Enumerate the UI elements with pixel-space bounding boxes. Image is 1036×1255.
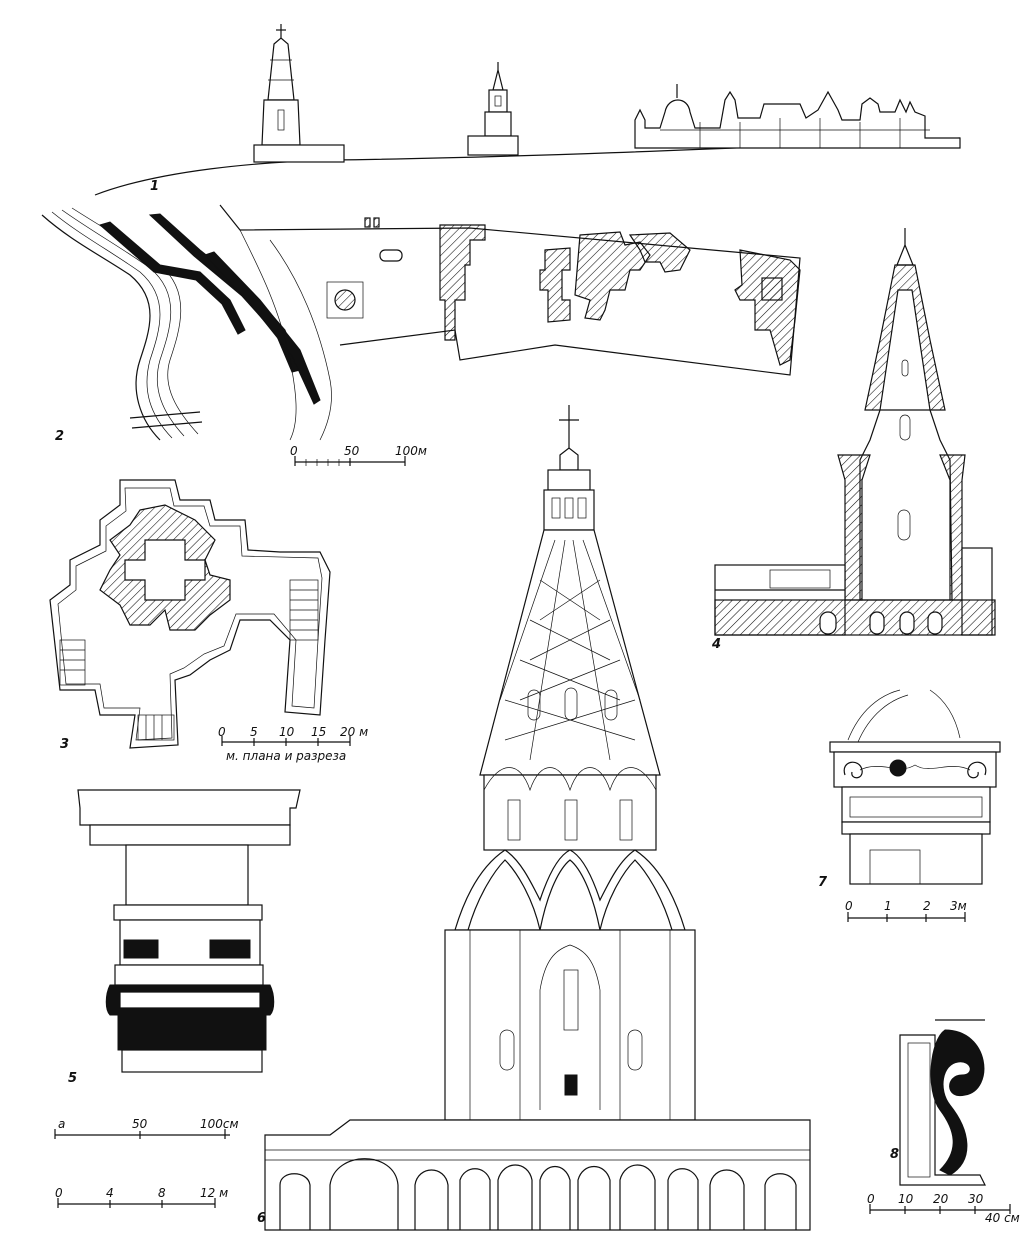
fig5-scale-0: а <box>58 1117 65 1131</box>
figure-6-elevation: 0 4 8 12 м 6 <box>55 405 811 1231</box>
fig5-scale-100: 100см <box>200 1117 239 1131</box>
fig7-scale-2: 2 <box>923 899 931 913</box>
figure-3-floor-plan: 0 5 10 15 20 м м. плана и разреза 3 <box>49 479 368 763</box>
fig8-scale-10: 10 <box>898 1192 914 1206</box>
figure-7-capital-detail: 0 1 2 3м 7 <box>818 689 1001 922</box>
fig8-scale-20: 20 <box>933 1192 949 1206</box>
fig7-scale-3: 3м <box>950 899 967 913</box>
fig3-scale-20: 20 м <box>340 725 368 739</box>
figure-number-2: 2 <box>55 429 64 444</box>
figure-number-1: 1 <box>150 179 159 194</box>
figure-number-4: 4 <box>711 637 721 652</box>
fig7-scale-1: 1 <box>884 899 892 913</box>
figure-number-7: 7 <box>818 875 828 890</box>
fig2-scale-100: 100м <box>395 444 427 458</box>
fig8-scale-30: 30 <box>968 1192 984 1206</box>
figure-8-bracket-detail: 0 10 20 30 40 см 8 <box>867 1019 1020 1225</box>
fig6-scale-8: 8 <box>158 1186 166 1200</box>
fig3-scale-0: 0 <box>218 725 226 739</box>
figure-number-8: 8 <box>890 1147 899 1162</box>
figure-number-6: 6 <box>257 1211 266 1226</box>
fig8-scale-0: 0 <box>867 1192 875 1206</box>
fig6-scale-4: 4 <box>106 1186 114 1200</box>
fig3-scale-15: 15 <box>311 725 326 739</box>
fig3-scale-caption: м. плана и разреза <box>226 749 346 763</box>
church-silhouette-left <box>253 24 345 163</box>
fig8-scale-40: 40 см <box>985 1211 1020 1225</box>
figure-1-skyline: 1 <box>94 24 961 196</box>
fig6-scale-12: 12 м <box>200 1186 228 1200</box>
figure-number-3: 3 <box>60 737 69 752</box>
fig2-scale-0: 0 <box>290 444 298 458</box>
fig6-scale-0: 0 <box>55 1186 63 1200</box>
figure-4-section: 4 <box>711 228 996 652</box>
palace-silhouette-right <box>634 84 961 149</box>
fig5-scale-50: 50 <box>132 1117 148 1131</box>
figure-number-5: 5 <box>68 1071 77 1086</box>
tower-silhouette-middle <box>467 62 519 156</box>
fig2-scale-50: 50 <box>344 444 360 458</box>
fig3-scale-10: 10 <box>279 725 295 739</box>
figure-2-site-plan: 0 50 100м 2 <box>41 204 801 466</box>
figure-5-capital-detail: а 50 100см 5 <box>54 789 301 1139</box>
fig7-scale-0: 0 <box>845 899 853 913</box>
fig3-scale-5: 5 <box>250 725 258 739</box>
